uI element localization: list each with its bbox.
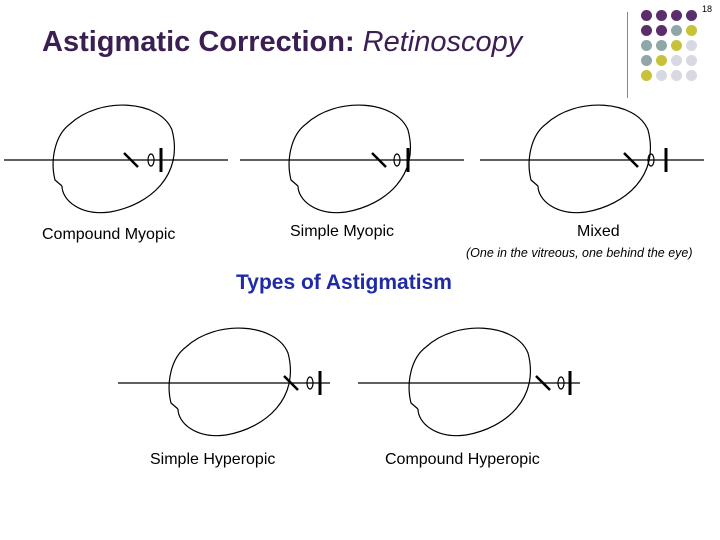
slide-title: Astigmatic Correction: Retinoscopy xyxy=(42,26,522,59)
diagram-mixed xyxy=(480,104,704,214)
label-mixed: Mixed xyxy=(577,223,620,240)
label-simple-myopic: Simple Myopic xyxy=(290,223,395,240)
decorative-dot xyxy=(686,55,697,66)
cornea-icon xyxy=(408,346,427,410)
focal-point-icon xyxy=(393,153,401,167)
label-compound-myopic: Compound Myopic xyxy=(42,226,176,243)
eye-outline-icon xyxy=(297,104,411,214)
cornea-icon xyxy=(52,123,71,187)
label-simple-hyperopic: Simple Hyperopic xyxy=(150,451,276,468)
eye-outline-icon xyxy=(177,327,291,437)
focal-point-icon xyxy=(147,153,155,167)
divider-line xyxy=(627,12,628,98)
focal-line-icon xyxy=(283,375,299,391)
decorative-dot xyxy=(656,40,667,51)
decorative-dot xyxy=(641,55,652,66)
title-italic: Retinoscopy xyxy=(362,26,523,58)
decorative-dot xyxy=(671,25,682,36)
decorative-dot xyxy=(641,40,652,51)
eye-outline-icon xyxy=(61,104,175,214)
decorative-dot xyxy=(641,25,652,36)
eye-outline-icon xyxy=(537,104,651,214)
cornea-icon xyxy=(528,123,547,187)
decorative-dot xyxy=(656,55,667,66)
decorative-dot xyxy=(686,10,697,21)
decorative-dot xyxy=(671,40,682,51)
decorative-dot xyxy=(671,55,682,66)
decorative-dot xyxy=(656,70,667,81)
eye-outline-icon xyxy=(417,327,531,437)
note-mixed: (One in the vitreous, one behind the eye… xyxy=(466,246,693,260)
focal-point-icon xyxy=(306,376,314,390)
cornea-icon xyxy=(288,123,307,187)
slide-number: 18 xyxy=(701,4,712,14)
decorative-dot xyxy=(686,40,697,51)
diagram-compound-hyperopic xyxy=(358,327,580,437)
focal-line-icon xyxy=(623,152,639,168)
decorative-dot xyxy=(671,10,682,21)
diagram-simple-myopic xyxy=(240,104,464,214)
focal-line-icon xyxy=(123,152,139,168)
section-heading: Types of Astigmatism xyxy=(236,271,452,294)
focal-line-icon xyxy=(535,375,551,391)
focal-point-icon xyxy=(557,376,565,390)
decorative-dot xyxy=(641,70,652,81)
decorative-dot xyxy=(656,25,667,36)
label-compound-hyperopic: Compound Hyperopic xyxy=(385,451,540,468)
cornea-icon xyxy=(168,346,187,410)
title-bold: Astigmatic Correction: xyxy=(42,26,355,58)
decorative-dot xyxy=(686,70,697,81)
decorative-dot xyxy=(686,25,697,36)
diagram-simple-hyperopic xyxy=(118,327,330,437)
decorative-dot xyxy=(671,70,682,81)
diagram-compound-myopic xyxy=(4,104,228,214)
decorative-dot xyxy=(641,10,652,21)
decorative-dot xyxy=(656,10,667,21)
focal-line-icon xyxy=(371,152,387,168)
focal-point-icon xyxy=(647,153,655,167)
